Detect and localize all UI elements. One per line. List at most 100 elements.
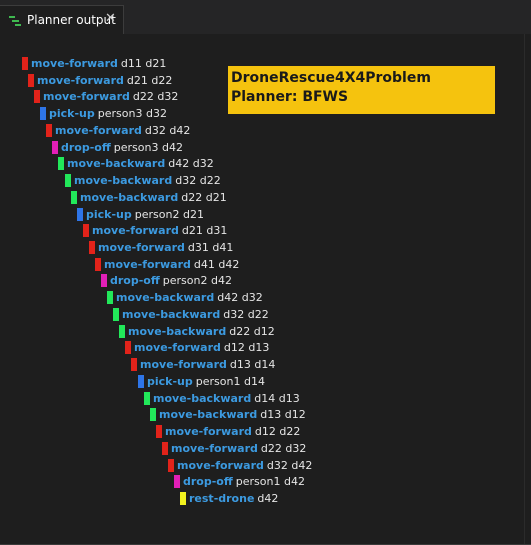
step-params: person2 d21	[134, 207, 204, 221]
step-action: move-forward	[177, 458, 264, 472]
plan-view	[0, 34, 524, 545]
step-color-marker	[131, 357, 137, 371]
step-color-marker	[180, 491, 186, 505]
step-action: move-forward	[55, 123, 142, 137]
step-action: move-backward	[80, 190, 179, 204]
step-color-marker	[65, 173, 71, 187]
step-params: d22 d32	[132, 89, 179, 103]
tab-bar: Planner output ✕	[0, 0, 531, 34]
step-action: pick-up	[86, 207, 132, 221]
step-action: move-backward	[74, 173, 173, 187]
step-color-marker	[125, 340, 131, 354]
step-action: move-forward	[171, 441, 258, 455]
step-color-marker	[58, 156, 64, 170]
step-params: d42 d32	[217, 290, 263, 304]
step-params: d32 d42	[266, 458, 313, 472]
step-color-marker	[71, 190, 77, 204]
plan-list-icon	[9, 16, 21, 26]
step-action: move-forward	[134, 340, 221, 354]
step-action: move-forward	[165, 424, 252, 438]
step-params: d21 d22	[126, 73, 173, 87]
step-action: rest-drone	[189, 491, 255, 505]
step-params: d41 d42	[193, 257, 240, 271]
step-color-marker	[162, 441, 168, 455]
step-color-marker	[156, 424, 162, 438]
step-params: d31 d41	[187, 240, 234, 254]
step-color-marker	[89, 240, 95, 254]
tab-title: Planner output	[27, 13, 116, 27]
step-action: move-forward	[98, 240, 185, 254]
step-color-marker	[168, 458, 174, 472]
step-color-marker	[83, 223, 89, 237]
planner-name: Planner: BFWS	[231, 89, 349, 105]
problem-info-box: DroneRescue4X4Problem Planner: BFWS	[228, 66, 495, 114]
step-color-marker	[119, 324, 125, 338]
step-color-marker	[34, 89, 40, 103]
step-color-marker	[28, 73, 34, 87]
step-color-marker	[144, 391, 150, 405]
step-color-marker	[138, 374, 144, 388]
step-action: move-backward	[153, 391, 252, 405]
step-params: d14 d13	[254, 391, 300, 405]
step-params: person3 d32	[97, 106, 167, 120]
step-action: move-forward	[140, 357, 227, 371]
step-action: move-backward	[122, 307, 221, 321]
step-params: d32 d22	[223, 307, 269, 321]
step-color-marker	[174, 474, 180, 488]
step-action: move-backward	[67, 156, 166, 170]
step-color-marker	[52, 140, 58, 154]
step-params: person1 d14	[195, 374, 265, 388]
step-action: move-forward	[31, 56, 118, 70]
step-color-marker	[150, 407, 156, 421]
step-color-marker	[107, 290, 113, 304]
step-params: d12 d13	[223, 340, 270, 354]
step-action: pick-up	[147, 374, 193, 388]
step-params: d21 d31	[181, 223, 228, 237]
step-action: drop-off	[61, 140, 111, 154]
step-params: d22 d32	[260, 441, 307, 455]
step-action: move-forward	[43, 89, 130, 103]
step-action: move-forward	[37, 73, 124, 87]
step-action: pick-up	[49, 106, 95, 120]
close-icon[interactable]: ✕	[105, 11, 116, 26]
problem-name: DroneRescue4X4Problem	[231, 70, 431, 86]
step-params: d42	[257, 491, 279, 505]
step-action: move-backward	[128, 324, 227, 338]
step-action: move-forward	[92, 223, 179, 237]
tab-planner-output[interactable]: Planner output ✕	[0, 5, 124, 34]
step-action: move-backward	[159, 407, 258, 421]
vertical-scrollbar[interactable]	[524, 34, 531, 545]
step-action: move-backward	[116, 290, 215, 304]
step-color-marker	[22, 56, 28, 70]
step-params: d42 d32	[168, 156, 214, 170]
step-params: d13 d14	[229, 357, 276, 371]
